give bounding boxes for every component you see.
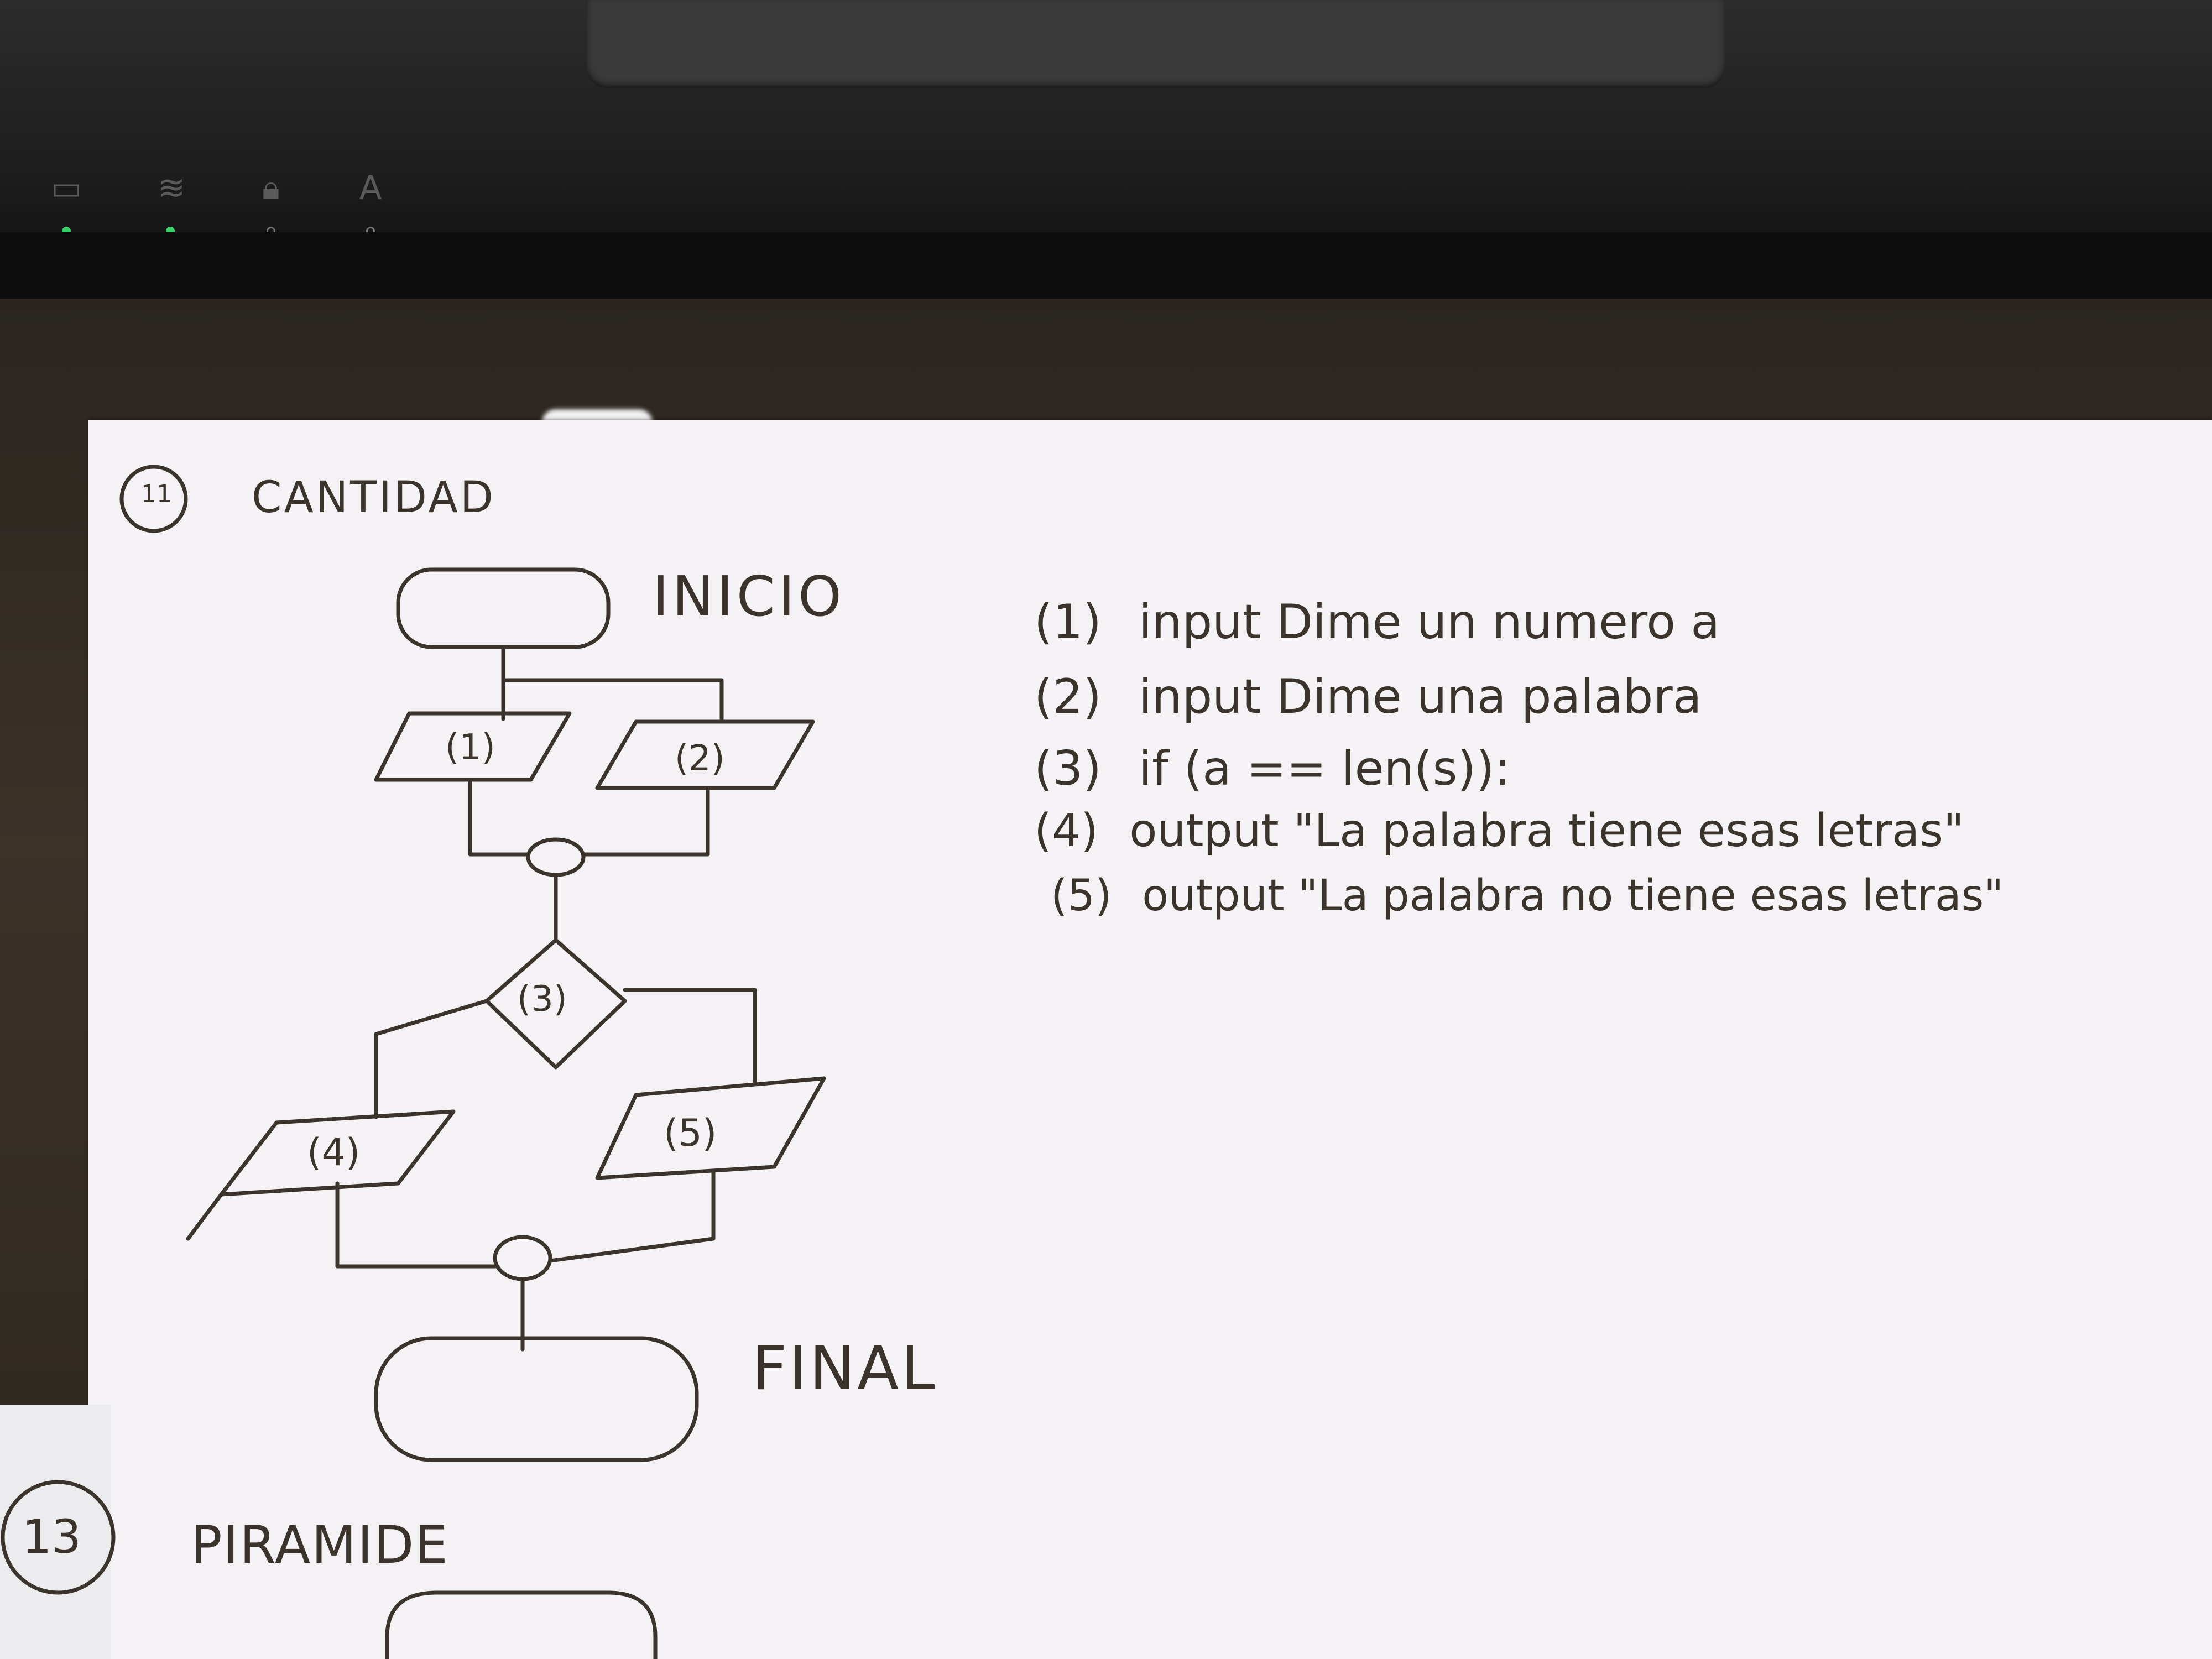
paper-sheet-lower-left <box>0 1405 111 1659</box>
step-1-text: input Dime un numero a <box>1139 594 1720 650</box>
num-lock-indicator-icon: 🔒︎ <box>262 169 280 207</box>
section-13-title: PIRAMIDE <box>191 1515 449 1575</box>
monitor-screen-edge <box>586 0 1725 88</box>
input-2-label: (2) <box>675 738 725 779</box>
output-4-shape <box>219 1109 456 1197</box>
output-5-shape <box>595 1076 826 1180</box>
caps-lock-indicator-icon: A <box>359 169 382 207</box>
step-5-number: (5) <box>1051 871 1112 921</box>
inputs-join-node <box>526 837 586 877</box>
step-4-text: output "La palabra tiene esas letras" <box>1129 805 1964 857</box>
step-3-text: if (a == len(s)): <box>1139 741 1511 796</box>
input-1-label: (1) <box>445 727 495 768</box>
decision-branches <box>374 988 757 1119</box>
output-5-label: (5) <box>664 1112 717 1155</box>
outputs-join-lines <box>335 1170 716 1269</box>
step-2: (2) input Dime una palabra <box>1034 669 1702 724</box>
decision-3-shape <box>484 938 627 1070</box>
step-3: (3) if (a == len(s)): <box>1034 741 1510 796</box>
end-label: FINAL <box>752 1333 937 1404</box>
hdd-indicator-icon: ▭ <box>50 169 82 207</box>
piramide-start-terminator <box>385 1590 658 1659</box>
section-11-circle <box>119 465 188 533</box>
step-2-number: (2) <box>1034 669 1102 724</box>
step-4-number: (4) <box>1034 805 1099 857</box>
section-13-circle <box>1 1480 116 1595</box>
section-11-number: 11 <box>141 480 172 508</box>
step-1-number: (1) <box>1034 594 1102 650</box>
output-4-label: (4) <box>307 1131 361 1175</box>
outputs-join-node <box>493 1235 552 1281</box>
step-1: (1) input Dime un numero a <box>1034 594 1720 650</box>
monitor-bottom-edge <box>0 232 2212 299</box>
step-4: (4) output "La palabra tiene esas letras… <box>1034 805 1964 857</box>
output-4-stroke <box>186 1192 223 1241</box>
decision-3-label: (3) <box>517 979 567 1020</box>
section-11-title: CANTIDAD <box>252 473 495 523</box>
step-5: (5) output "La palabra no tiene esas let… <box>1051 871 2004 921</box>
start-terminator <box>396 567 611 649</box>
start-label: INICIO <box>653 564 845 629</box>
step-5-text: output "La palabra no tiene esas letras" <box>1142 871 2004 921</box>
inputs-join-lines <box>468 778 710 857</box>
end-terminator <box>374 1336 699 1462</box>
step-3-number: (3) <box>1034 741 1102 796</box>
section-13-number: 13 <box>22 1510 81 1564</box>
wifi-indicator-icon: ≋ <box>157 169 186 207</box>
paper-sheet <box>88 420 2212 1659</box>
start-connector <box>501 645 724 721</box>
input-2-shape <box>595 719 815 790</box>
input-1-shape <box>374 711 572 782</box>
step-2-text: input Dime una palabra <box>1139 669 1702 724</box>
